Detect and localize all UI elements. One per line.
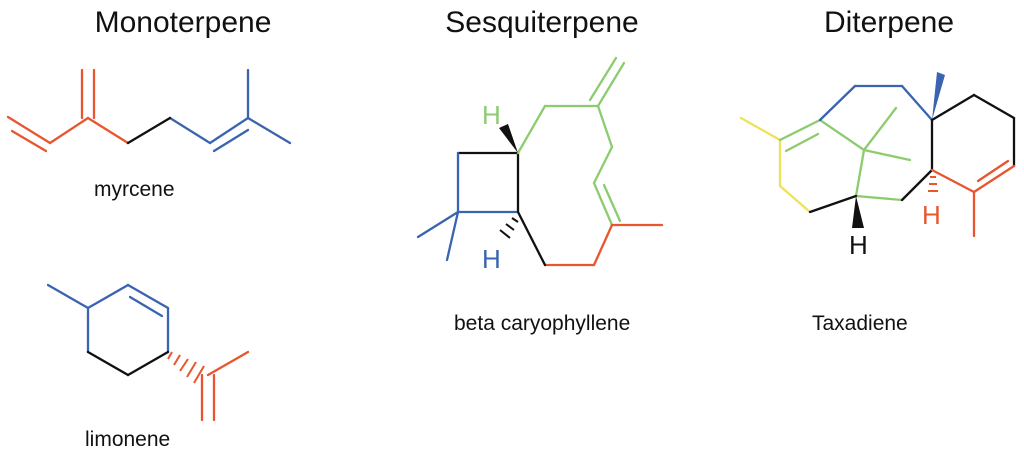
myrcene-structure xyxy=(6,68,292,153)
taxadiene-red-bonds xyxy=(930,159,1016,238)
taxadiene-yellow-bonds xyxy=(739,116,812,214)
caryophyllene-cyclobutane-black xyxy=(456,151,520,214)
taxadiene-green-bonds xyxy=(778,106,912,202)
caryophyllene-hydrogen-top: H xyxy=(482,100,501,130)
taxadiene-hydrogen-black: H xyxy=(849,230,868,260)
caryophyllene-hashed-bond xyxy=(499,217,519,239)
caryophyllene-ring-red xyxy=(543,223,664,267)
taxadiene-hashed-bond xyxy=(928,176,938,192)
label-taxadiene: Taxadiene xyxy=(812,312,908,335)
limonene-structure xyxy=(46,283,250,422)
taxadiene-hydrogen-wedge-bond xyxy=(852,196,864,228)
caryophyllene-structure xyxy=(416,56,664,267)
label-beta-caryophyllene: beta caryophyllene xyxy=(454,312,630,335)
limonene-isopropenyl-red xyxy=(200,350,250,422)
taxadiene-structure xyxy=(739,72,1016,238)
caryophyllene-ring-black xyxy=(516,210,547,267)
myrcene-isoprene-unit-red xyxy=(6,68,130,153)
limonene-hashed-bond xyxy=(167,351,205,384)
caryophyllene-cyclobutane-blue xyxy=(416,151,520,262)
taxadiene-blue-bonds xyxy=(818,84,934,122)
caryophyllene-ring-green xyxy=(516,56,626,227)
heading-monoterpene: Monoterpene xyxy=(95,6,272,39)
label-myrcene: myrcene xyxy=(94,178,175,201)
myrcene-isoprene-unit-blue xyxy=(168,68,292,153)
limonene-ring-black xyxy=(86,350,170,377)
heading-sesquiterpene: Sesquiterpene xyxy=(445,6,638,39)
taxadiene-hydrogen-red: H xyxy=(922,200,941,230)
myrcene-linker-bond xyxy=(126,116,172,145)
caryophyllene-wedge-bond xyxy=(499,124,518,153)
taxadiene-black-bonds xyxy=(808,93,1016,214)
taxadiene-methyl-wedge-bond xyxy=(932,72,945,120)
limonene-ring-blue xyxy=(46,283,170,354)
caryophyllene-hydrogen-bottom: H xyxy=(482,244,501,274)
label-limonene: limonene xyxy=(85,428,170,451)
heading-diterpene: Diterpene xyxy=(824,6,954,39)
